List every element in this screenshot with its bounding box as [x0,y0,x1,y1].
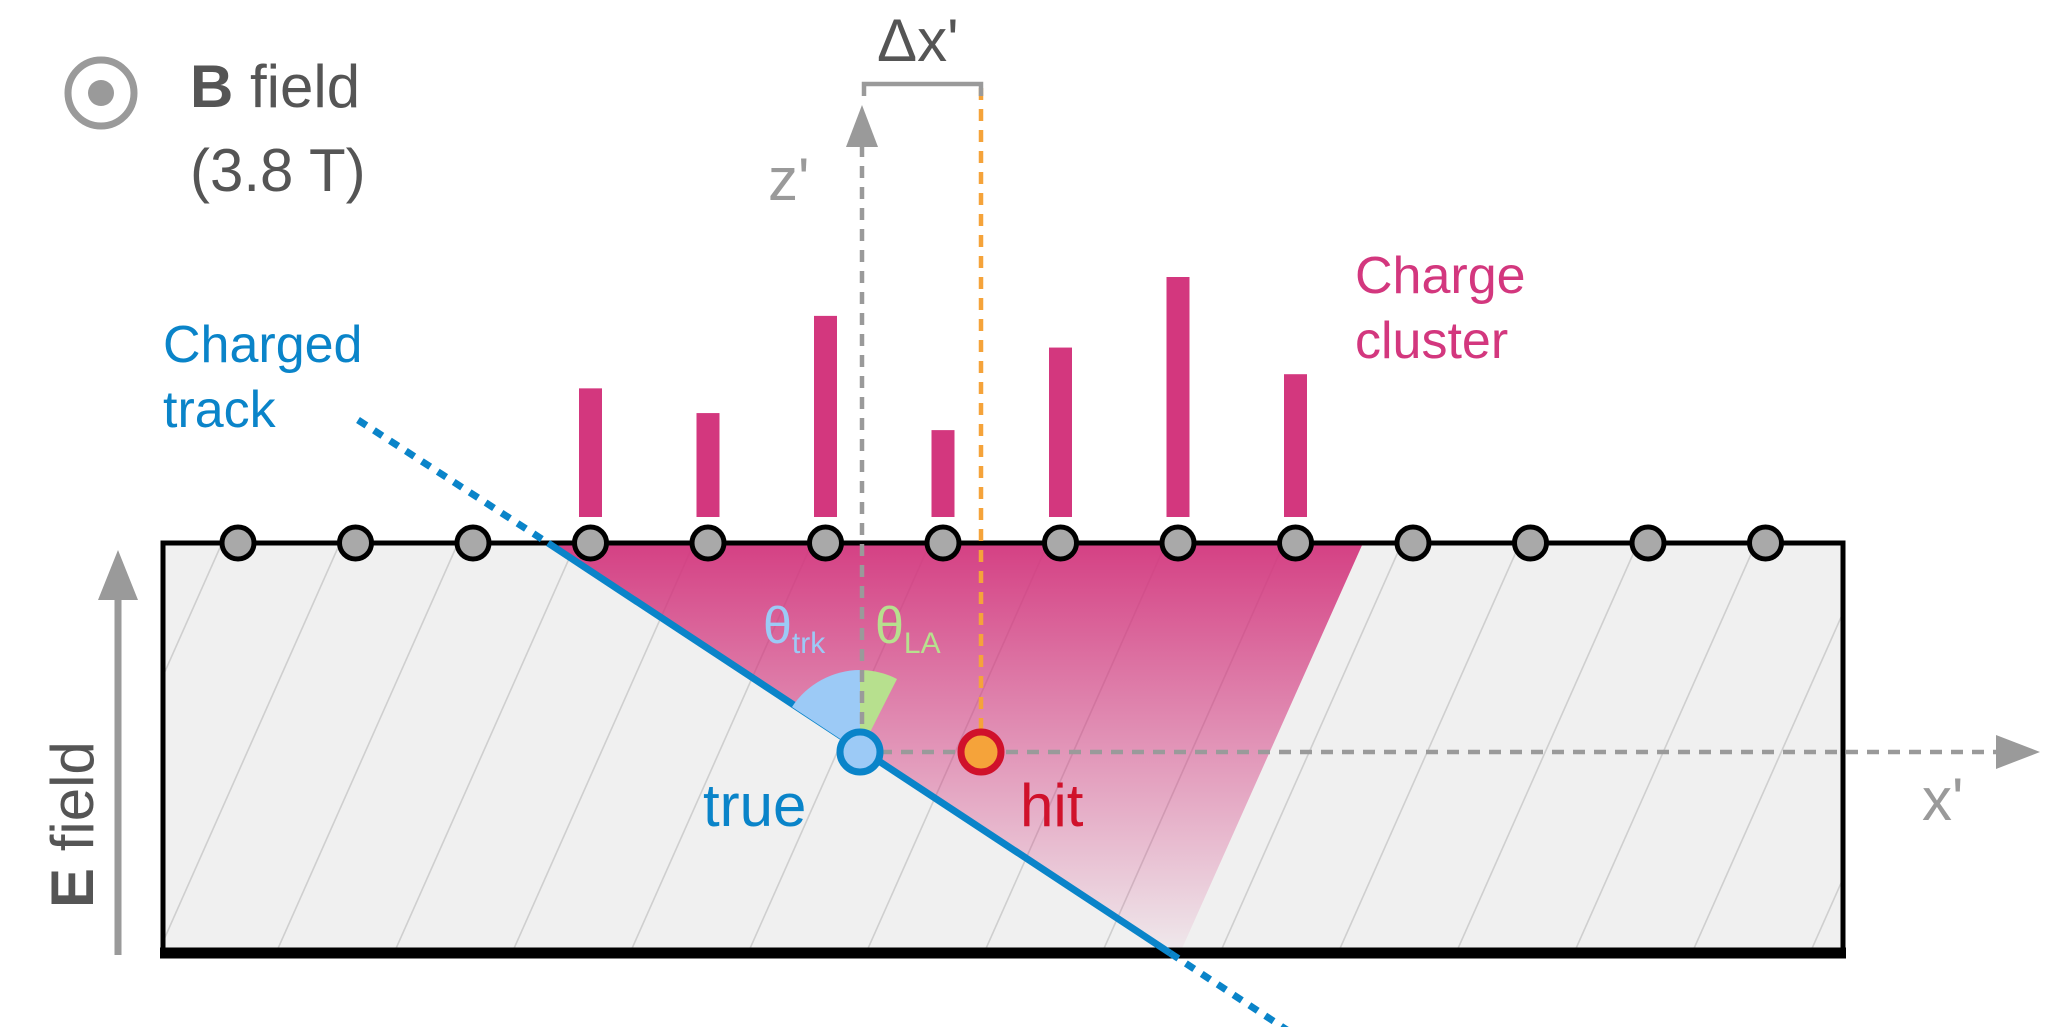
hatch-line [1928,543,2048,953]
readout-electrode [689,524,727,562]
hatch-line [1573,543,1757,953]
charge-bar [696,413,720,517]
readout-electrode [807,524,844,562]
delta-x-bracket [861,81,984,96]
e-field-label: E field [39,741,106,908]
readout-electrode [454,524,492,562]
readout-electrodes [219,524,1784,562]
track-dashed-upper [356,417,550,546]
cluster-label-line2: cluster [1355,312,1508,370]
readout-electrode [572,524,609,562]
readout-electrode [337,524,374,562]
readout-electrode [1394,524,1432,562]
track-dashed-lower [1168,950,1289,1027]
charge-cluster-bars [579,277,1307,517]
readout-electrode [1512,524,1549,562]
true-point-label: true [703,772,806,839]
readout-electrode [1277,524,1314,562]
hatch-line [1809,876,1843,953]
charge-bar [1166,277,1190,517]
track-label-line1: Charged [163,316,362,374]
b-field-value: (3.8 T) [190,137,366,204]
hatch-line [163,543,341,944]
hit-point-marker [957,728,1005,776]
sensor-hatching [163,543,2048,953]
hatch-line [1337,543,1521,953]
z-axis-label: z' [768,146,809,213]
track-angle-wedge [792,670,860,752]
b-field-icon [64,56,138,130]
cluster-label-line1: Charge [1355,247,1526,305]
readout-electrode [1159,524,1197,562]
hatch-line [1455,543,1639,953]
charge-bar [814,315,837,517]
true-point-marker [836,728,884,776]
charge-bar [1284,374,1307,517]
readout-electrode [1042,524,1079,562]
charge-bar [579,388,602,517]
theta-trk-label: θtrk [763,597,826,660]
x-axis-arrowhead [1996,735,2040,769]
hatch-line [393,543,577,953]
readout-electrode [1629,524,1667,562]
b-field-icon-dot [88,80,114,106]
hatch-line [163,543,223,678]
hatch-line [1691,610,1843,953]
charge-drift-region [548,543,1363,953]
hatch-line [275,543,459,953]
readout-electrode [1747,524,1784,562]
e-field-arrowhead [98,550,138,600]
z-axis-arrowhead [846,105,878,147]
delta-x-label: Δx' [877,7,959,74]
theta-la-label: θLA [875,597,941,660]
charge-bar [931,430,955,517]
readout-electrode [219,524,257,562]
hatch-line [1219,543,1403,953]
hit-point-label: hit [1020,772,1084,839]
charge-bar [1049,347,1072,517]
track-label-line2: track [163,381,277,439]
readout-electrode [924,524,962,562]
x-axis-label: x' [1922,766,1963,833]
b-field-title: B field [190,53,360,120]
